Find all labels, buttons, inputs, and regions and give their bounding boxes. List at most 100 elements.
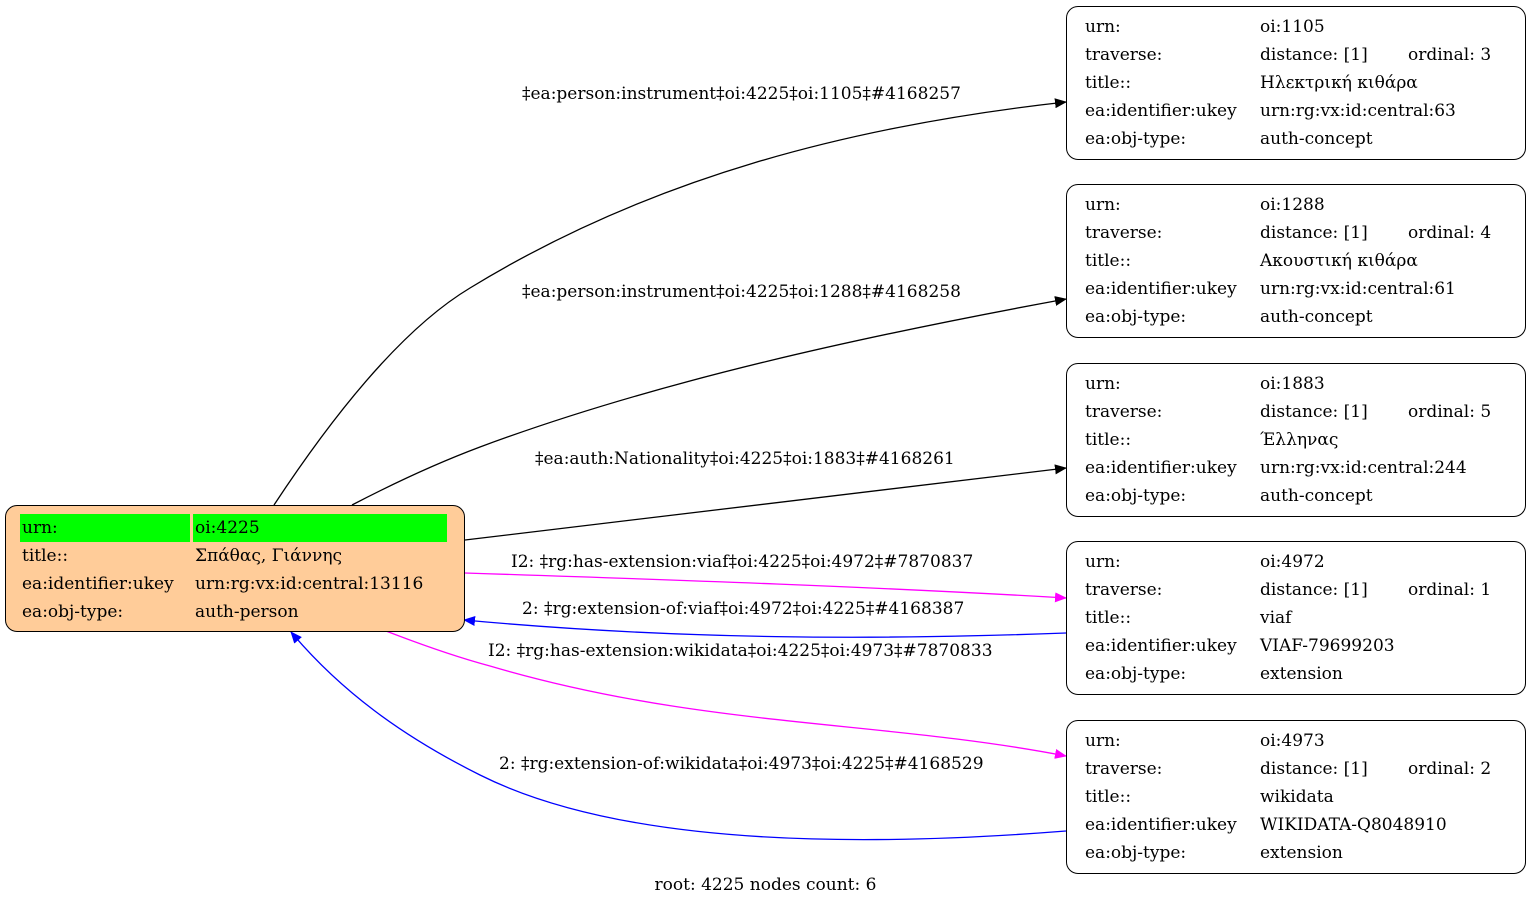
node-oi-1883[interactable]: urn:oi:1883 traverse:distance: [1]ordina…: [1066, 363, 1526, 517]
node-table: urn:oi:4973 traverse:distance: [1]ordina…: [1080, 727, 1496, 867]
root-node[interactable]: urn: oi:4225 title:: Σπάθας, Γιάννης ea:…: [5, 505, 465, 632]
distance-value: distance: [1]: [1260, 223, 1368, 243]
row-urn: urn: oi:1288: [1083, 191, 1493, 219]
row-traverse: traverse:distance: [1]ordinal: 4: [1083, 219, 1493, 247]
edge-label: ‡ea:person:instrument‡oi:4225‡oi:1288‡#4…: [522, 282, 961, 302]
distance-value: distance: [1]: [1260, 759, 1368, 779]
field-value: oi:1105: [1260, 17, 1325, 37]
distance-value: distance: [1]: [1260, 402, 1368, 422]
ordinal-value: ordinal: 1: [1408, 580, 1492, 600]
row-urn: urn: oi:4972: [1083, 548, 1493, 576]
row-urn: urn:oi:1105: [1083, 13, 1493, 41]
field-value: viaf: [1260, 608, 1292, 628]
field-key: ea:identifier:ukey: [1085, 815, 1237, 835]
row-type: ea:obj-type: auth-concept: [1083, 303, 1493, 331]
field-key: ea:identifier:ukey: [1085, 101, 1237, 121]
field-key: ea:identifier:ukey: [1085, 636, 1237, 656]
edge-path: [464, 464, 1067, 541]
root-row-type: ea:obj-type: auth-person: [20, 598, 447, 626]
field-value: distance: [1] ordinal: 5: [1258, 398, 1493, 426]
field-key: ea:obj-type:: [1085, 843, 1187, 863]
field-key: title::: [1085, 430, 1132, 450]
field-value: urn:rg:vx:id:central:13116: [195, 574, 424, 594]
field-key: traverse:: [1085, 580, 1163, 600]
row-ukey: ea:identifier:ukey urn:rg:vx:id:central:6…: [1083, 97, 1493, 125]
root-row-urn: urn: oi:4225: [20, 514, 447, 542]
root-row-ukey: ea:identifier:ukey urn:rg:vx:id:central:…: [20, 570, 447, 598]
field-key: ea:obj-type:: [1085, 129, 1187, 149]
edge-path: [385, 630, 1067, 759]
row-traverse: traverse:distance: [1]ordinal: 2: [1083, 755, 1493, 783]
node-oi-1105[interactable]: urn:oi:1105 traverse:distance: [1]ordina…: [1066, 6, 1526, 160]
edge-path: [464, 572, 1067, 603]
field-value: auth-concept: [1260, 129, 1373, 149]
row-type: ea:obj-type: extension: [1083, 839, 1493, 867]
field-value: Έλληνας: [1260, 430, 1339, 450]
row-title: title::wikidata: [1083, 783, 1493, 811]
field-value: distance: [1] ordinal: 4: [1258, 219, 1493, 247]
node-table: urn: oi:4972 traverse: distance: [1]ordina…: [1080, 548, 1496, 688]
field-key: urn:: [1085, 195, 1121, 215]
field-key: traverse:: [1085, 402, 1163, 422]
field-key: ea:identifier:ukey: [1085, 458, 1237, 478]
field-key: ea:obj-type:: [22, 602, 124, 622]
ordinal-value: ordinal: 3: [1408, 45, 1492, 65]
row-traverse: traverse:distance: [1]ordinal: 3: [1083, 41, 1493, 69]
field-value: VIAF-79699203: [1260, 636, 1395, 656]
node-table: urn:oi:1105 traverse:distance: [1]ordina…: [1080, 13, 1496, 153]
field-key: urn:: [1085, 374, 1121, 394]
row-traverse: traverse: distance: [1]ordinal: 1: [1083, 576, 1493, 604]
edge-path: [290, 631, 1067, 841]
edge-label: I2: ‡rg:has-extension:wikidata‡oi:4225‡o…: [488, 641, 993, 661]
node-oi-1288[interactable]: urn:oi:1288 traverse:distance: [1]ordina…: [1066, 184, 1526, 338]
edge-label: I2: ‡rg:has-extension:viaf‡oi:4225‡oi:49…: [511, 552, 974, 572]
field-key: title::: [22, 546, 69, 566]
field-key: ea:identifier:ukey: [22, 574, 174, 594]
row-type: ea:obj-type:auth-concept: [1083, 482, 1493, 510]
field-value: wikidata: [1260, 787, 1334, 807]
row-title: title::Ακουστική κιθάρα: [1083, 247, 1493, 275]
field-key: ea:obj-type:: [1085, 664, 1187, 684]
edge-label: ‡ea:person:instrument‡oi:4225‡oi:1105‡#4…: [522, 84, 961, 104]
field-key: traverse:: [1085, 759, 1163, 779]
row-type: ea:obj-type: auth-concept: [1083, 125, 1493, 153]
distance-value: distance: [1]: [1260, 45, 1368, 65]
row-type: ea:obj-type: extension: [1083, 660, 1493, 688]
field-key: urn:: [1085, 552, 1121, 572]
edge-label: 2: ‡rg:extension-of:viaf‡oi:4972‡oi:4225…: [522, 599, 965, 619]
row-urn: urn:oi:4973: [1083, 727, 1493, 755]
field-value: Ηλεκτρική κιθάρα: [1260, 73, 1418, 93]
root-node-table: urn: oi:4225 title:: Σπάθας, Γιάννης ea:…: [17, 514, 450, 626]
node-oi-4972[interactable]: urn: oi:4972 traverse: distance: [1]ordina…: [1066, 541, 1526, 695]
field-key: urn:: [20, 514, 190, 542]
field-value: extension: [1260, 843, 1343, 863]
field-value: auth-person: [195, 602, 299, 622]
field-key: ea:obj-type:: [1085, 307, 1187, 327]
row-title: title::viaf: [1083, 604, 1493, 632]
field-key: ea:obj-type:: [1085, 486, 1187, 506]
edge-path: [273, 98, 1067, 506]
row-ukey: ea:identifier:ukey WIKIDATA-Q8048910: [1083, 811, 1493, 839]
field-key: urn:: [1085, 731, 1121, 751]
field-value: Ακουστική κιθάρα: [1260, 251, 1418, 271]
field-value: oi:4972: [1260, 552, 1325, 572]
field-value: auth-concept: [1260, 307, 1373, 327]
field-value: oi:4225: [193, 514, 447, 542]
ordinal-value: ordinal: 4: [1408, 223, 1492, 243]
row-ukey: ea:identifier:ukey VIAF-79699203: [1083, 632, 1493, 660]
node-oi-4973[interactable]: urn:oi:4973 traverse:distance: [1]ordina…: [1066, 720, 1526, 874]
edge-label: 2: ‡rg:extension-of:wikidata‡oi:4973‡oi:…: [499, 754, 984, 774]
field-value: urn:rg:vx:id:central:63: [1260, 101, 1456, 121]
field-key: title::: [1085, 608, 1132, 628]
ordinal-value: ordinal: 5: [1408, 402, 1492, 422]
field-key: title::: [1085, 787, 1132, 807]
edge-path: [463, 616, 1067, 638]
field-value: extension: [1260, 664, 1343, 684]
field-key: ea:identifier:ukey: [1085, 279, 1237, 299]
field-key: title::: [1085, 251, 1132, 271]
field-value: distance: [1]ordinal: 1: [1258, 576, 1493, 604]
field-value: WIKIDATA-Q8048910: [1260, 815, 1447, 835]
field-value: oi:1288: [1260, 195, 1325, 215]
